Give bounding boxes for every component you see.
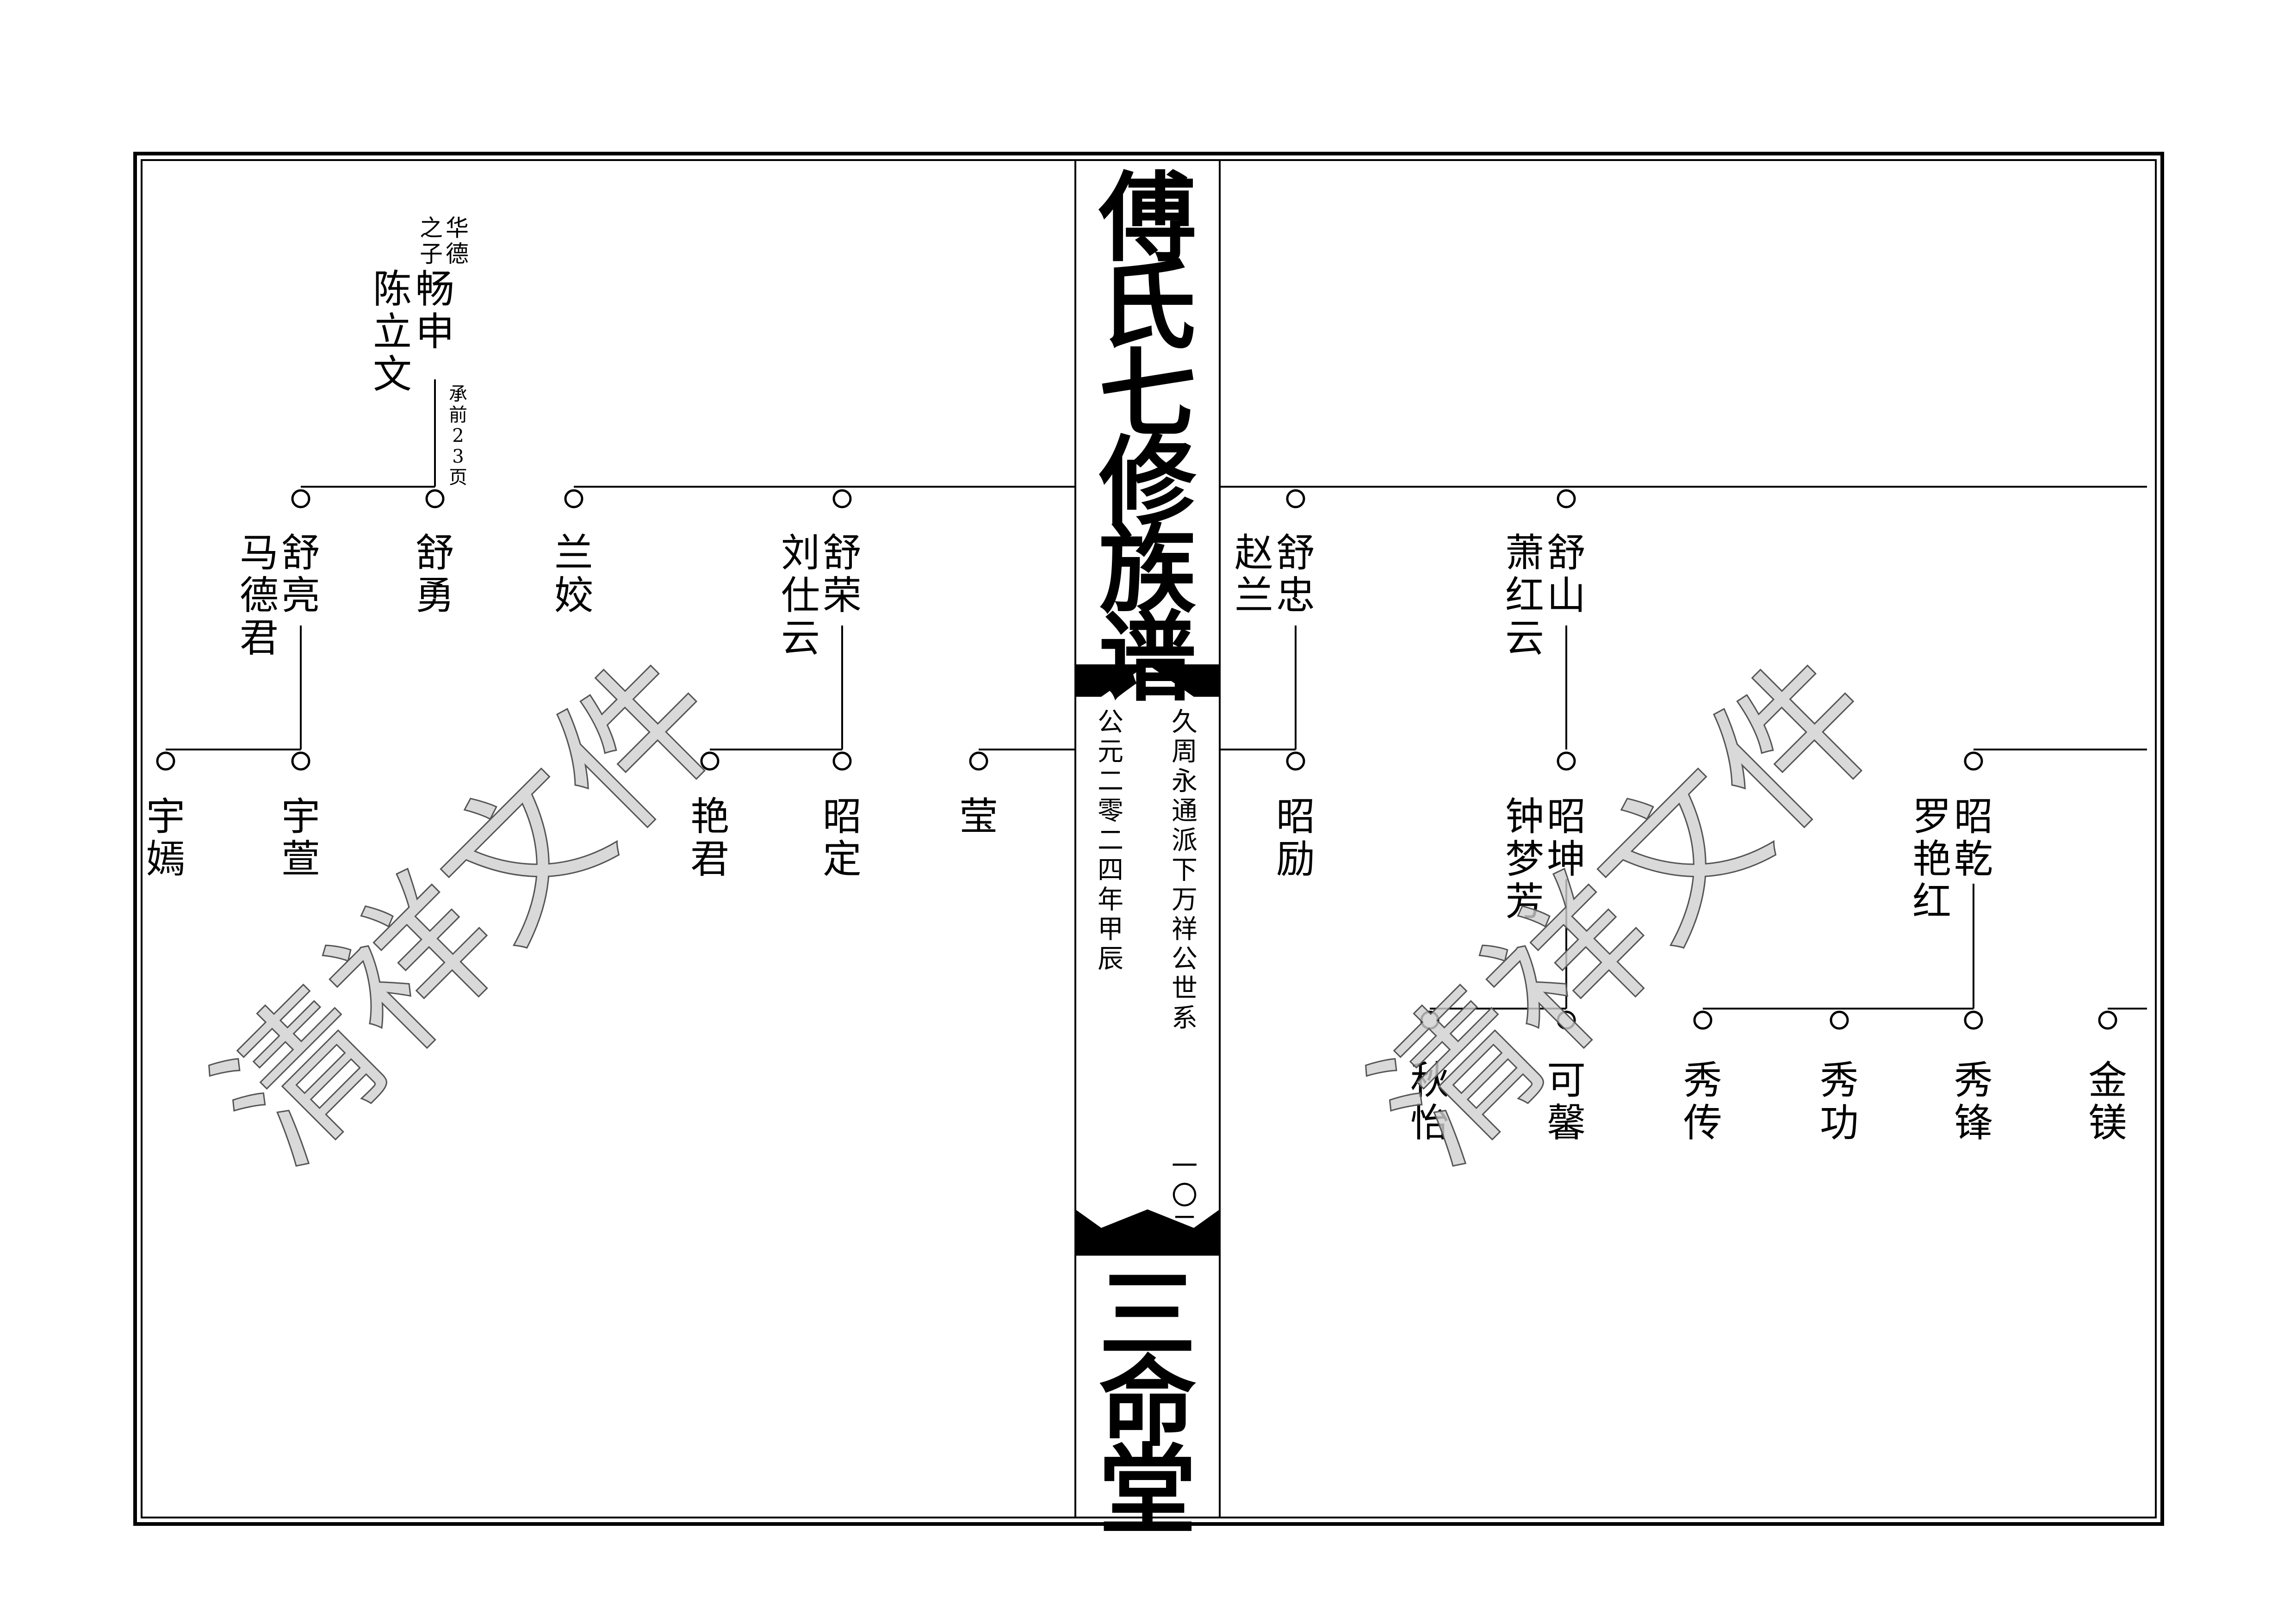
member-name: 宇嫣 (146, 794, 185, 882)
inner-frame (141, 159, 2157, 1518)
spine: 傅氏七修族谱 久周永通派下万祥公世系 公元二零二四年甲辰 一〇二 三命堂 (1074, 160, 1221, 1548)
ancestor-spouse: 陈立文 (373, 266, 412, 397)
member-name: 秀功 (1820, 1058, 1859, 1146)
member-name: 艳君 (690, 794, 729, 882)
member-name: 秀锋 (1954, 1058, 1993, 1146)
right-page: 舒忠 赵兰 舒山 萧红云 昭励 昭坤 钟梦芳 昭乾 罗艳红 秋怡 可馨 秀传 秀… (1235, 530, 2127, 1146)
member-name: 可馨 (1547, 1058, 1586, 1146)
member-name: 宇萱 (281, 794, 320, 882)
member-name: 舒忠 (1276, 530, 1315, 618)
member-name: 昭励 (1276, 794, 1315, 882)
spine-title: 傅氏七修族谱 (1098, 161, 1197, 715)
spine-page-number: 一〇二 (1172, 1151, 1198, 1240)
member-name: 昭乾 (1954, 794, 1993, 882)
outer-frame (133, 152, 2164, 1526)
member-name: 昭定 (823, 794, 862, 882)
member-name: 昭坤 (1547, 794, 1586, 882)
member-spouse: 刘仕云 (781, 530, 820, 661)
connector-nodes (156, 489, 2117, 1030)
tree-lines (166, 379, 2147, 1010)
spine-hall: 三命堂 (1099, 1258, 1196, 1548)
watermark-left: 清祥文件 (183, 623, 758, 1197)
member-name: 舒勇 (416, 530, 454, 618)
member-name: 莹 (959, 794, 998, 839)
member-name: 舒亮 (281, 530, 320, 618)
member-name: 秀传 (1683, 1058, 1722, 1146)
spine-lineage: 久周永通派下万祥公世系 (1172, 707, 1198, 1033)
member-spouse: 钟梦芳 (1505, 794, 1544, 924)
ancestor-name: 畅申 (416, 266, 454, 354)
member-name: 舒山 (1547, 530, 1586, 618)
member-spouse: 赵兰 (1235, 530, 1273, 618)
spine-date: 公元二零二四年甲辰 (1098, 707, 1123, 974)
member-name: 舒荣 (823, 530, 862, 618)
member-spouse: 罗艳红 (1912, 794, 1951, 924)
member-spouse: 马德君 (240, 530, 279, 661)
member-name: 金镁 (2088, 1058, 2127, 1146)
member-name: 兰姣 (554, 530, 593, 618)
member-spouse: 萧红云 (1505, 530, 1544, 661)
ancestor-father-note: 华德之子 (420, 215, 469, 267)
member-name: 秋怡 (1410, 1058, 1449, 1146)
